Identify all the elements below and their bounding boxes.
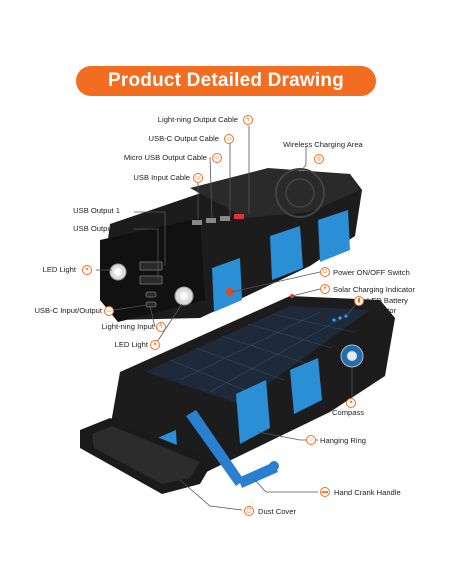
cover-icon: ◻ bbox=[244, 506, 254, 516]
ring-icon: ○ bbox=[306, 435, 316, 445]
crank-icon: ▬ bbox=[320, 487, 330, 497]
lightning-input-icon: ϟ bbox=[156, 322, 166, 332]
label-usb-input-cable: USB Input Cable bbox=[133, 173, 190, 182]
label-lightning-output-cable: Light-ning Output Cable bbox=[157, 115, 238, 124]
page-title: Product Detailed Drawing bbox=[107, 70, 344, 91]
label-power-switch: Power ON/OFF Switch bbox=[333, 268, 410, 277]
dust-cover bbox=[80, 418, 214, 494]
label-hanging-ring: Hanging Ring bbox=[320, 436, 367, 445]
label-hand-crank-handle: Hand Crank Handle bbox=[334, 488, 401, 497]
label-led-light-left: LED Light bbox=[42, 265, 76, 274]
wireless-icon: ◎ bbox=[314, 154, 324, 164]
compass-icon: ✦ bbox=[346, 398, 356, 408]
micro-usb-icon: ▭ bbox=[212, 153, 222, 163]
usb-icon: ▭ bbox=[193, 173, 203, 183]
label-usbc-input-output: USB-C Input/Output bbox=[34, 306, 102, 315]
label-lightning-input: Light-ning Input bbox=[101, 322, 154, 331]
bottom-device bbox=[108, 294, 395, 480]
label-led-battery-indicator: LED Battery Indicator bbox=[367, 296, 408, 315]
label-usb-output-1: USB Output 1 bbox=[73, 206, 120, 215]
label-wireless-charging-area: Wireless Charging Area bbox=[283, 140, 363, 149]
label-usb-output-2: USB Output 2 bbox=[73, 224, 120, 233]
label-usbc-output-cable: USB-C Output Cable bbox=[148, 134, 219, 143]
led-icon-bottom: ✶ bbox=[150, 340, 160, 350]
usbc-icon: ▭ bbox=[224, 134, 234, 144]
lightning-icon: ϟ bbox=[243, 115, 253, 125]
label-solar-charging-indicator: Solar Charging Indicator bbox=[333, 285, 415, 294]
top-device bbox=[100, 168, 362, 322]
label-compass: Compass bbox=[332, 408, 365, 417]
label-micro-usb-output-cable: Micro USB Output Cable bbox=[123, 153, 207, 162]
solar-icon: ☀ bbox=[320, 284, 330, 294]
usbc-io-icon: ▭ bbox=[104, 306, 114, 316]
led-icon: ✶ bbox=[82, 265, 92, 275]
power-icon: ⏻ bbox=[320, 267, 330, 277]
label-led-light-bottom: LED Light bbox=[114, 340, 148, 349]
battery-icon: ▮ bbox=[354, 296, 364, 306]
label-dust-cover: Dust Cover bbox=[258, 507, 296, 516]
title-banner: Product Detailed Drawing bbox=[76, 66, 376, 96]
hand-crank bbox=[186, 410, 279, 488]
